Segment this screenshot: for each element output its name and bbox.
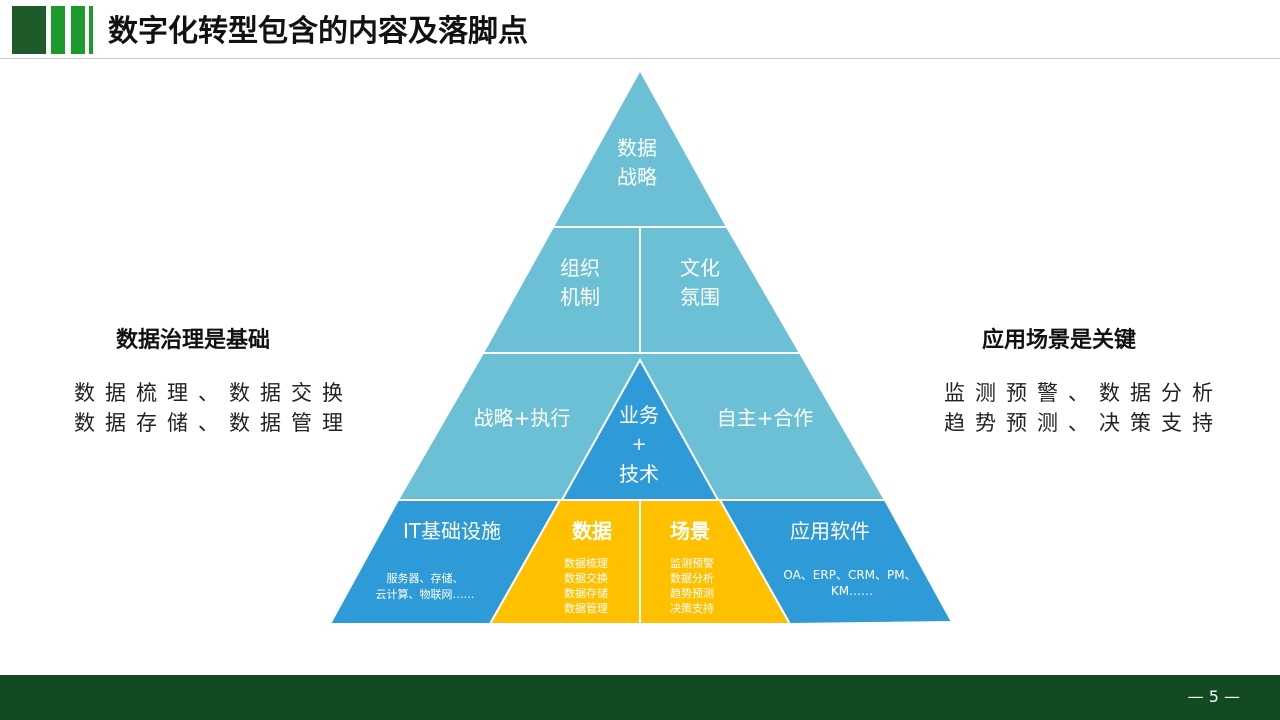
left-line-1: 数据梳理、数据交换 [74, 381, 353, 405]
scene-line-2: 数据分析 [670, 571, 714, 585]
strategy-execution-label: 战略+执行 [474, 406, 571, 430]
it-line-1: 服务器、存储、 [387, 571, 464, 585]
right-line-2: 趋势预测、决策支持 [944, 411, 1223, 435]
apex-label-1: 数据 [617, 136, 657, 160]
scene-line-4: 决策支持 [670, 601, 714, 615]
app-line-1: OA、ERP、CRM、PM、 [783, 568, 916, 582]
data-line-3: 数据存储 [564, 586, 608, 600]
right-line-1: 监测预警、数据分析 [944, 381, 1223, 405]
slide-title: 数字化转型包含的内容及落脚点 [108, 14, 528, 49]
left-line-2: 数据存储、数据管理 [74, 411, 353, 435]
base-app-software [718, 499, 954, 626]
page-number: — 5 — [1187, 687, 1240, 706]
title-divider [0, 58, 1280, 59]
org-label-2: 机制 [560, 285, 600, 309]
scene-line-1: 监测预警 [670, 556, 714, 570]
culture-label-1: 文化 [680, 256, 720, 280]
data-line-4: 数据管理 [564, 601, 608, 615]
left-heading: 数据治理是基础 [116, 328, 271, 353]
logo-bar-thin [89, 6, 93, 54]
plus-label: + [631, 434, 646, 455]
apex-label-2: 战略 [617, 165, 657, 189]
business-label: 业务 [619, 403, 659, 427]
data-title: 数据 [572, 519, 612, 543]
org-label-1: 组织 [560, 256, 600, 280]
right-heading: 应用场景是关键 [982, 328, 1137, 353]
data-line-1: 数据梳理 [564, 556, 608, 570]
scene-title: 场景 [670, 519, 710, 543]
left-lines: 数据梳理、数据交换 数据存储、数据管理 [74, 378, 353, 438]
it-line-2: 云计算、物联网…… [376, 587, 475, 601]
logo-block-dark [12, 6, 46, 54]
technology-label: 技术 [619, 462, 659, 486]
app-line-2: KM…… [831, 584, 873, 598]
scene-line-3: 趋势预测 [670, 587, 714, 600]
footer-bar: — 5 — [0, 675, 1280, 720]
data-line-2: 数据交换 [564, 571, 608, 585]
logo-bar-green-2 [71, 6, 85, 54]
culture-label-2: 氛围 [680, 285, 720, 309]
logo-bar-green-1 [51, 6, 65, 54]
right-lines: 监测预警、数据分析 趋势预测、决策支持 [944, 378, 1223, 438]
app-title: 应用软件 [790, 519, 870, 543]
it-title: IT基础设施 [403, 519, 501, 543]
autonomy-cooperation-label: 自主+合作 [717, 406, 814, 430]
pyramid-culture-atmosphere [639, 226, 802, 354]
